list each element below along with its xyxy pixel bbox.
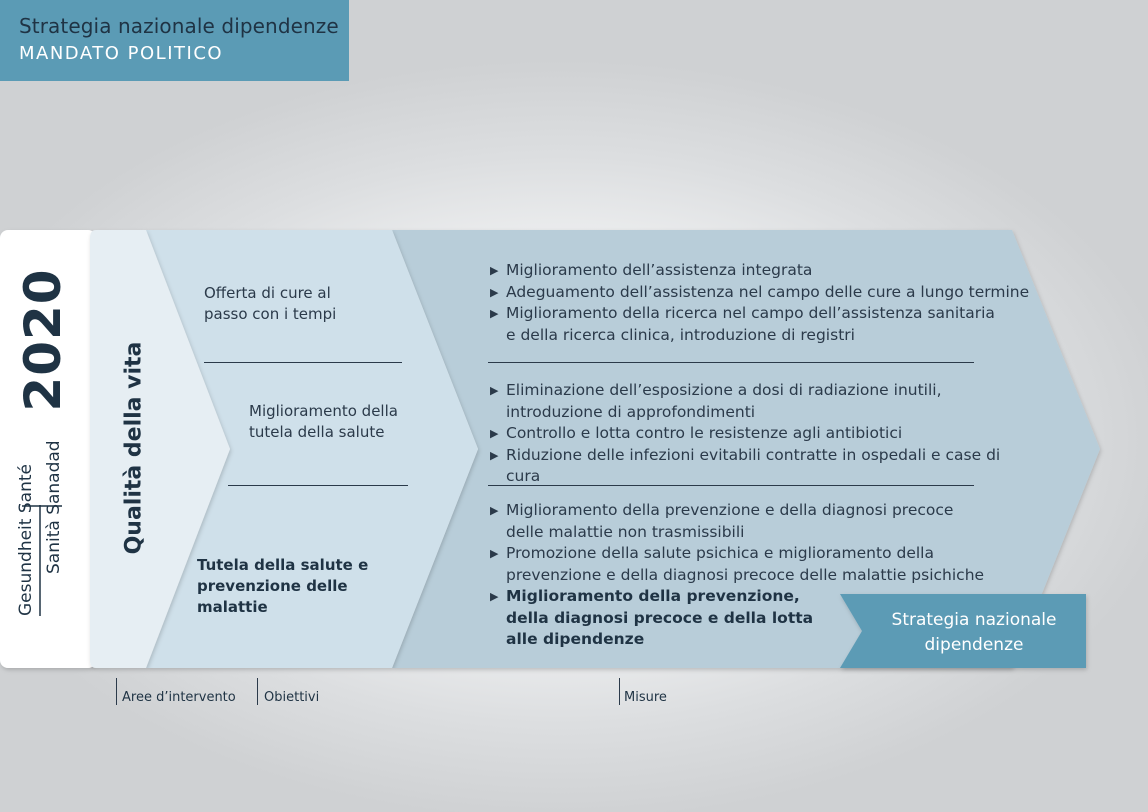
- strategy-label: Strategia nazionale dipendenze: [891, 610, 1057, 655]
- measures-group-2: Eliminazione dell’esposizione a dosi di …: [490, 380, 1035, 488]
- measures-group-1: Miglioramento dell’assistenza integrata …: [490, 260, 1030, 346]
- axis-tick-areas: [116, 678, 117, 705]
- page-subtitle: MANDATO POLITICO: [19, 43, 224, 64]
- measure-item: Promozione della salute psichica e migli…: [490, 543, 985, 586]
- measure-item: Adeguamento dell’assistenza nel campo de…: [490, 282, 1030, 304]
- measure-item: Riduzione delle infezioni evitabili cont…: [490, 445, 1035, 488]
- measures-separator-1: [488, 362, 974, 363]
- objectives-chevron: [146, 230, 478, 668]
- axis-label-objectives: Obiettivi: [264, 690, 320, 705]
- objective-2: Miglioramento della tutela della salute: [249, 402, 398, 441]
- measure-item: Miglioramento della prevenzione, della d…: [490, 586, 820, 651]
- measure-item: Eliminazione dell’esposizione a dosi di …: [490, 380, 960, 423]
- measures-separator-2: [488, 485, 974, 486]
- objective-separator-1: [204, 362, 402, 363]
- axis-label-measures: Misure: [624, 690, 667, 705]
- objective-separator-2: [228, 485, 408, 486]
- measure-item: Controllo e lotta contro le resistenze a…: [490, 423, 1035, 445]
- measures-group-3: Miglioramento della prevenzione e della …: [490, 500, 990, 651]
- objective-1: Offerta di cure al passo con i tempi: [204, 284, 337, 323]
- measure-item: Miglioramento della ricerca nel campo de…: [490, 303, 1000, 346]
- header-box: Strategia nazionale dipendenze MANDATO P…: [0, 0, 349, 81]
- logo-line-2: Sanità Sanadad: [44, 440, 64, 574]
- area-chevron: [90, 230, 230, 668]
- logo-line-1: Gesundheit Santé: [16, 464, 36, 616]
- axis-tick-objectives: [257, 678, 258, 705]
- logo-card: [0, 230, 96, 668]
- measure-item: Miglioramento della prevenzione e della …: [490, 500, 960, 543]
- measure-item: Miglioramento dell’assistenza integrata: [490, 260, 1030, 282]
- objective-3: Tutela della salute e prevenzione delle …: [197, 556, 369, 616]
- page-title: Strategia nazionale dipendenze: [19, 14, 339, 38]
- strategy-box: [840, 594, 1086, 668]
- axis-tick-measures: [619, 678, 620, 705]
- axis-label-areas: Aree d’intervento: [122, 690, 236, 705]
